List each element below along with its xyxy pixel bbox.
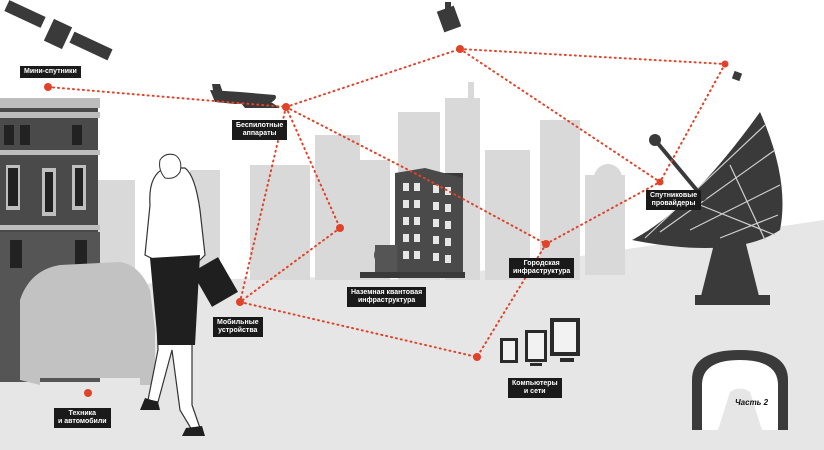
link [285, 48, 461, 108]
link [476, 243, 547, 358]
tunnel-label[interactable]: Часть 2 [735, 398, 769, 407]
mini-satellite-icon [4, 0, 113, 61]
ground-shape [0, 220, 824, 450]
satellite-dish [632, 112, 783, 305]
link [239, 301, 478, 358]
drone-icon [210, 84, 280, 108]
node-dot [336, 224, 344, 232]
node-dot [473, 353, 481, 361]
node-dot [44, 83, 52, 91]
label-computers-networks: Компьютеры и сети [508, 378, 562, 398]
label-ground-quantum-infrastructure: Наземная квантовая инфраструктура [347, 287, 427, 307]
network-nodes [44, 45, 729, 397]
label-mobile-devices: Мобильные устройства [213, 317, 263, 337]
woman-figure [140, 153, 238, 436]
link [427, 179, 547, 245]
label-city-infrastructure: Городская инфраструктура [509, 258, 575, 278]
link [659, 63, 726, 183]
node-dot [236, 298, 244, 306]
label-mini-satellites: Мини-спутники [20, 66, 81, 78]
link [285, 106, 341, 229]
top-satellite-icon [436, 2, 462, 33]
link [459, 48, 661, 183]
computer-monitors [500, 318, 580, 366]
link [239, 227, 341, 303]
link [459, 48, 726, 65]
link [285, 106, 429, 181]
node-dot [84, 389, 92, 397]
link [47, 86, 287, 108]
office-building [360, 168, 465, 278]
label-satellite-providers: Спутниковые провайдеры [646, 190, 702, 210]
label-vehicles: Техника и автомобили [54, 408, 111, 428]
car-shape [20, 262, 155, 385]
node-dot [721, 60, 729, 68]
label-drones: Беспилотные аппараты [232, 120, 288, 140]
small-satellite-icon [731, 70, 743, 82]
node-dot [542, 240, 550, 248]
network-links [47, 48, 726, 358]
link [239, 106, 287, 303]
node-dot [656, 178, 664, 186]
tunnel-icon [692, 350, 788, 430]
link [545, 181, 661, 245]
node-dot [456, 45, 464, 53]
node-dot [282, 103, 290, 111]
